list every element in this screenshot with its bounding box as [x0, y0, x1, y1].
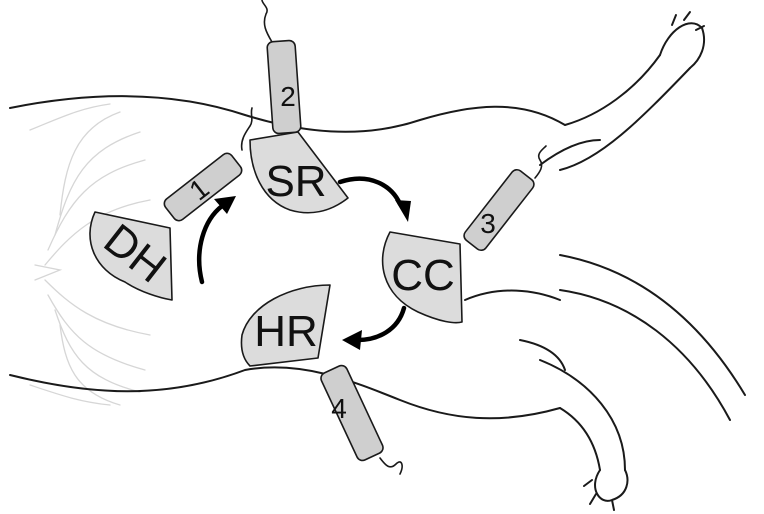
sternum — [35, 265, 60, 280]
region-hr-label: HR — [254, 307, 318, 356]
site-3 — [462, 167, 537, 252]
site-3-label: 3 — [480, 208, 496, 239]
arrowhead-sr-to-cc — [395, 200, 411, 222]
front-paw — [660, 12, 704, 68]
rib-lower-5 — [30, 385, 110, 405]
region-cc-label: CC — [391, 251, 455, 300]
site-4-label: 4 — [331, 393, 347, 424]
region-sr-label: SR — [265, 157, 326, 206]
arrow-cc-to-hr — [358, 308, 404, 340]
vessel-4 — [380, 458, 402, 474]
site-4-capsule — [319, 364, 385, 463]
arrow-dh-to-sr — [199, 206, 222, 282]
sites — [162, 40, 536, 462]
vessel-2 — [262, 0, 272, 42]
rib-lower-2 — [48, 295, 145, 370]
front-leg — [560, 55, 690, 170]
site-3-capsule — [462, 167, 537, 252]
rib-upper-4 — [60, 112, 120, 215]
hind-leg — [540, 360, 625, 470]
front-leg-inner — [540, 140, 600, 165]
site-2-label: 2 — [280, 81, 296, 112]
arrow-sr-to-cc — [340, 179, 400, 204]
rib-upper-5 — [30, 104, 110, 130]
arrowhead-cc-to-hr — [342, 330, 362, 350]
site-4 — [319, 364, 385, 463]
tail — [560, 255, 745, 420]
abdomen-crease — [465, 291, 565, 370]
rib-lower-4 — [60, 325, 120, 405]
hind-paw — [584, 470, 627, 510]
